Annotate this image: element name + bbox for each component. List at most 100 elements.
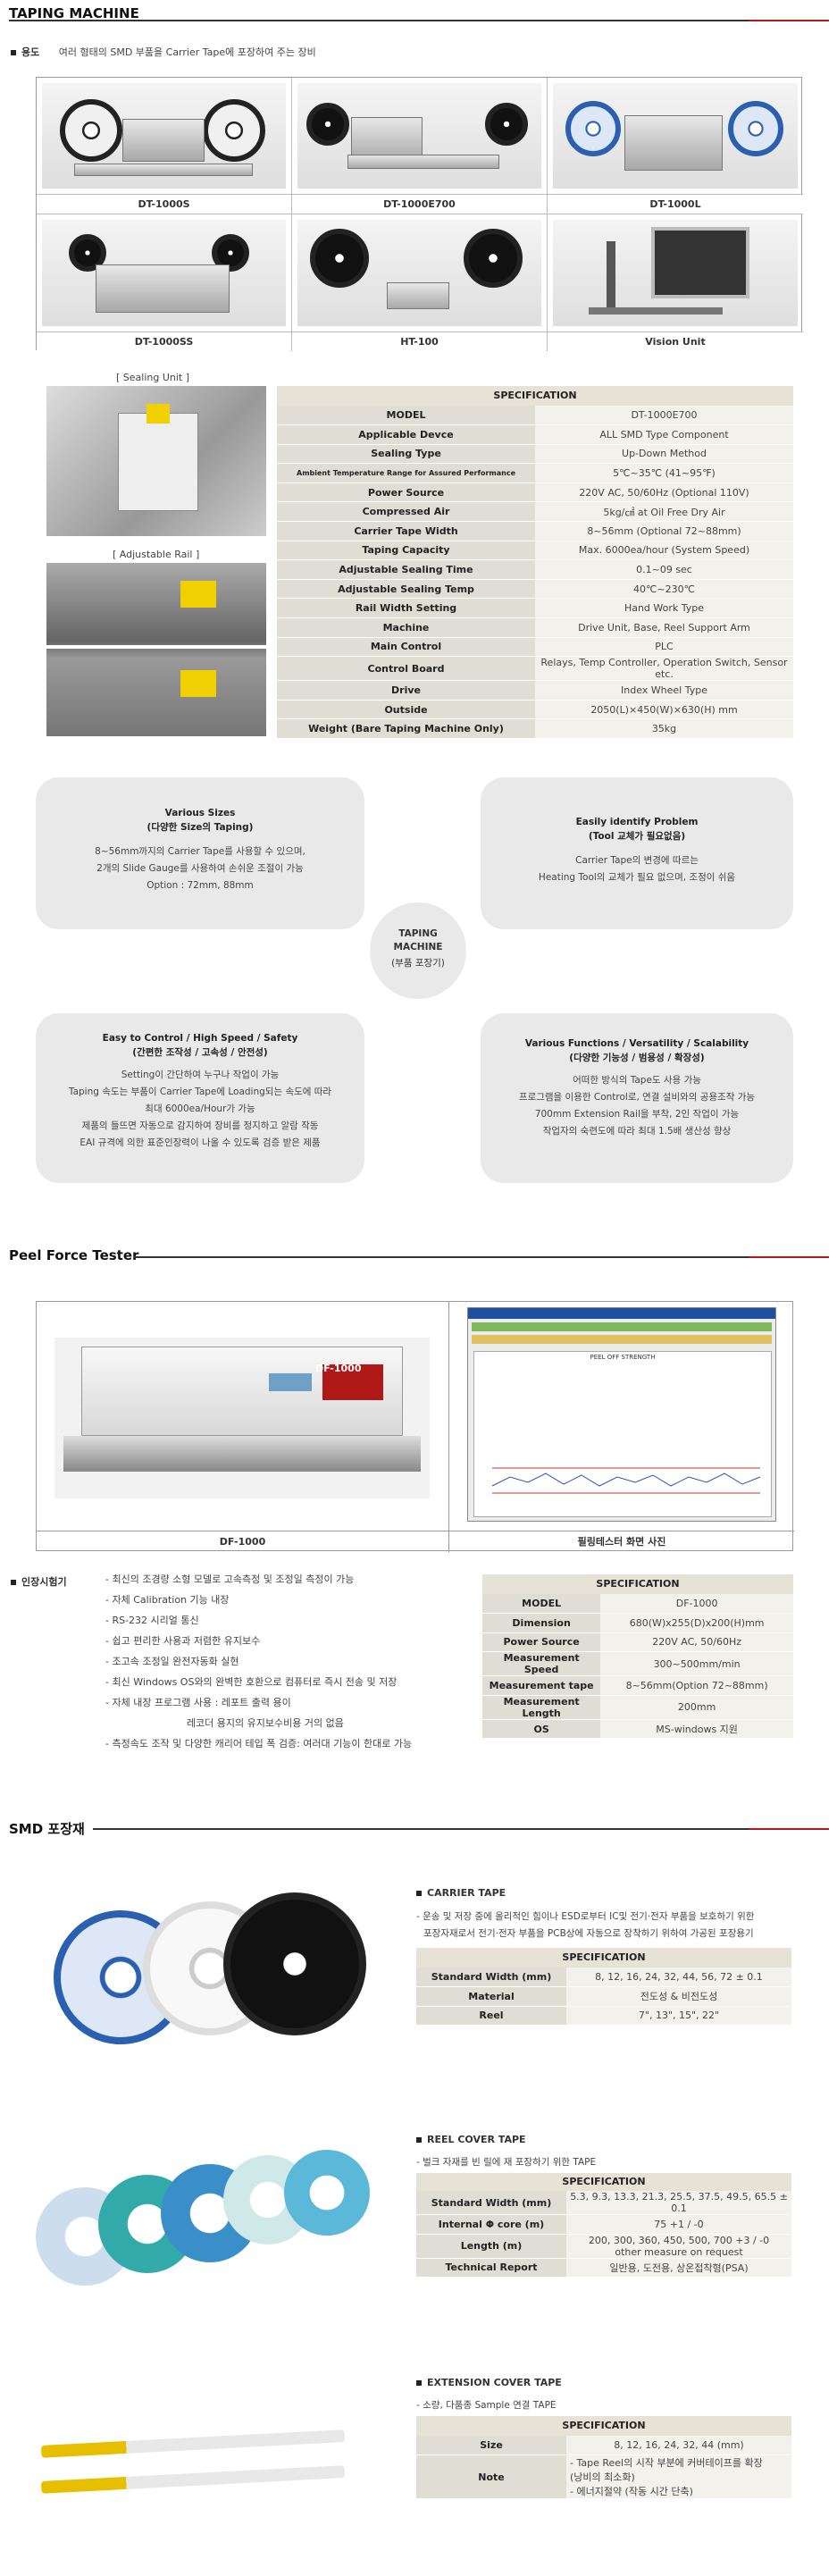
adjustable-rail-photo <box>46 563 266 736</box>
spec-value: ALL SMD Type Component <box>535 424 793 445</box>
spec-key: Measurement Length <box>482 1695 601 1720</box>
spec-key: Applicable Devce <box>277 424 535 445</box>
feature-text: 8~56mm까지의 Carrier Tape를 사용할 수 있으며,2개의 Sl… <box>95 846 306 891</box>
spec-rows: Standard Width (mm)5.3, 9.3, 13.3, 21.3,… <box>416 2191 791 2278</box>
spec-key: Adjustable Sealing Time <box>277 559 535 580</box>
spec-value: 0.1~09 sec <box>535 559 793 580</box>
spec-key: Sealing Type <box>277 444 535 465</box>
spec-key: Technical Report <box>416 2258 566 2278</box>
spec-key: Length (m) <box>416 2234 566 2259</box>
machine-photo <box>297 83 541 189</box>
spec-key: Taping Capacity <box>277 541 535 561</box>
machine-caption: DT-1000S <box>37 194 291 214</box>
feature-bubble-control: Easy to Control / High Speed / Safety(간편… <box>36 1013 364 1183</box>
peel-feature-item: - 자체 내장 프로그램 사용 : 레포트 출력 용이 <box>105 1697 291 1708</box>
peel-feature-item: 레코더 용지의 유지보수비용 거의 없음 <box>105 1717 344 1729</box>
spec-value: 2050(L)×450(W)×630(H) mm <box>535 700 793 720</box>
spec-key: Control Board <box>277 656 535 682</box>
machine-caption: DT-1000E700 <box>292 194 547 214</box>
spec-value: 5kg/㎠ at Oil Free Dry Air <box>535 501 793 523</box>
spec-key: Standard Width (mm) <box>416 1968 566 1988</box>
spec-value: Index Wheel Type <box>535 680 793 701</box>
reel-cover-desc: - 벌크 자재를 빈 릴에 재 포장하기 위한 TAPE <box>416 2157 597 2168</box>
spec-title: SPECIFICATION <box>416 2173 791 2191</box>
machine-photo <box>553 83 798 189</box>
feature-bubble-functions: Various Functions / Versatility / Scalab… <box>481 1013 793 1183</box>
spec-key: Dimension <box>482 1613 601 1633</box>
spec-value: Relays, Temp Controller, Operation Switc… <box>535 656 793 682</box>
feature-heading: Easy to Control / High Speed / Safety(간편… <box>102 1033 298 1058</box>
spec-value: 5.3, 9.3, 13.3, 21.3, 25.5, 37.5, 49.5, … <box>566 2191 791 2215</box>
spec-value: 8~56mm(Option 72~88mm) <box>600 1675 793 1696</box>
peel-cert-label: 인장시험기 <box>21 1576 67 1588</box>
machine-photo <box>553 220 798 326</box>
feature-heading: Various Functions / Versatility / Scalab… <box>524 1038 749 1063</box>
spec-key: Size <box>416 2436 566 2456</box>
spec-row: Note- Tape Reel의 시작 부분에 커버테이프를 확장 (낭비의 최… <box>416 2454 791 2500</box>
spec-key: Outside <box>277 700 535 720</box>
reel-cover-spec-table: SPECIFICATION Standard Width (mm)5.3, 9.… <box>416 2173 791 2278</box>
spec-value: 220V AC, 50/60Hz (Optional 110V) <box>535 482 793 503</box>
peel-feature-item: - 쉽고 편리한 사용과 저렴한 유지보수 <box>105 1635 261 1647</box>
carrier-desc: - 운송 및 저장 중에 올리적인 힘이나 ESD로부터 IC및 전기·전자 부… <box>416 1911 755 1939</box>
spec-key: Machine <box>277 617 535 638</box>
spec-value: - Tape Reel의 시작 부분에 커버테이프를 확장 (낭비의 최소화)-… <box>566 2454 791 2500</box>
sealing-unit-photo <box>46 386 266 536</box>
section-divider <box>134 1256 829 1258</box>
machine-cell-ht100: HT-100 <box>292 214 548 351</box>
spec-row: Weight (Bare Taping Machine Only)35kg <box>277 718 793 739</box>
spec-value: 7", 13", 15", 22" <box>566 2006 791 2026</box>
spec-key: Power Source <box>277 482 535 503</box>
spec-rows: Standard Width (mm)8, 12, 16, 24, 32, 44… <box>416 1968 791 2026</box>
spec-key: Carrier Tape Width <box>277 521 535 541</box>
peel-feature-item: - 최신 Windows OS와의 완벽한 호환으로 컴퓨터로 즉시 전송 및 … <box>105 1676 398 1688</box>
peel-caption-left: DF-1000 <box>37 1531 448 1552</box>
bullet-icon <box>11 50 16 55</box>
spec-value: MS-windows 지원 <box>600 1719 793 1740</box>
spec-value: PLC <box>535 637 793 658</box>
peel-features-list: - 최신의 조경량 소형 모델로 고속측정 및 조정일 측정이 가능- 자체 C… <box>105 1569 481 1754</box>
carrier-tape-image <box>45 1884 366 2053</box>
spec-value: 8~56mm (Optional 72~88mm) <box>535 521 793 541</box>
machine-photo <box>297 220 541 326</box>
bullet-icon <box>11 1580 16 1585</box>
spec-value: 일반용, 도전용, 상온접착형(PSA) <box>566 2258 791 2278</box>
machine-cell-dt1000l: DT-1000L <box>548 78 803 214</box>
spec-value: DT-1000E700 <box>535 406 793 426</box>
spec-key: Main Control <box>277 637 535 658</box>
machine-cell-vision: Vision Unit <box>548 214 803 351</box>
section-divider <box>9 20 829 21</box>
spec-title: SPECIFICATION <box>416 1948 791 1968</box>
spec-row: Standard Width (mm)8, 12, 16, 24, 32, 44… <box>416 1968 791 1988</box>
machine-photo <box>42 83 286 189</box>
extension-tape-image <box>40 2429 372 2502</box>
machine-cell-dt1000e700: DT-1000E700 <box>292 78 548 214</box>
spec-title: SPECIFICATION <box>482 1574 793 1594</box>
spec-key: Ambient Temperature Range for Assured Pe… <box>277 463 535 483</box>
peel-feature-item: - 조고속 조정일 완전자동화 실현 <box>105 1656 239 1667</box>
machine-cell-dt1000s: DT-1000S <box>37 78 292 214</box>
